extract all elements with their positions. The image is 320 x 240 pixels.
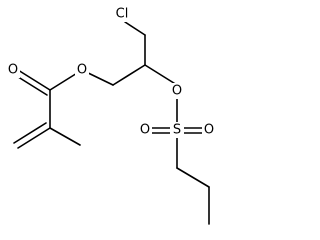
atom-cl: Cl <box>116 7 129 22</box>
bond-carbonyl-double-a <box>17 69 51 91</box>
atom-s: S <box>173 123 181 138</box>
atom-o-ester: O <box>77 63 87 78</box>
bond-propyl-c1-c2 <box>176 167 210 188</box>
atom-o-sulfonate: O <box>172 84 182 99</box>
bond-cl-c1 <box>124 21 146 36</box>
bond-vinyl-double-b <box>13 122 47 144</box>
bond-carbonyl-double-b <box>14 74 48 96</box>
bond-vinyl-double-a <box>17 127 51 149</box>
bond-c2-c3 <box>112 64 146 86</box>
bond-alpha-methyl <box>49 127 81 146</box>
structure-diagram: Cl O O O S O O <box>6 6 216 225</box>
atom-o-carbonyl: O <box>8 63 18 78</box>
atom-o-sulfonyl-left: O <box>140 123 150 138</box>
bond-c2-o-sulfonate <box>144 64 178 86</box>
atom-o-sulfonyl-right: O <box>204 123 214 138</box>
